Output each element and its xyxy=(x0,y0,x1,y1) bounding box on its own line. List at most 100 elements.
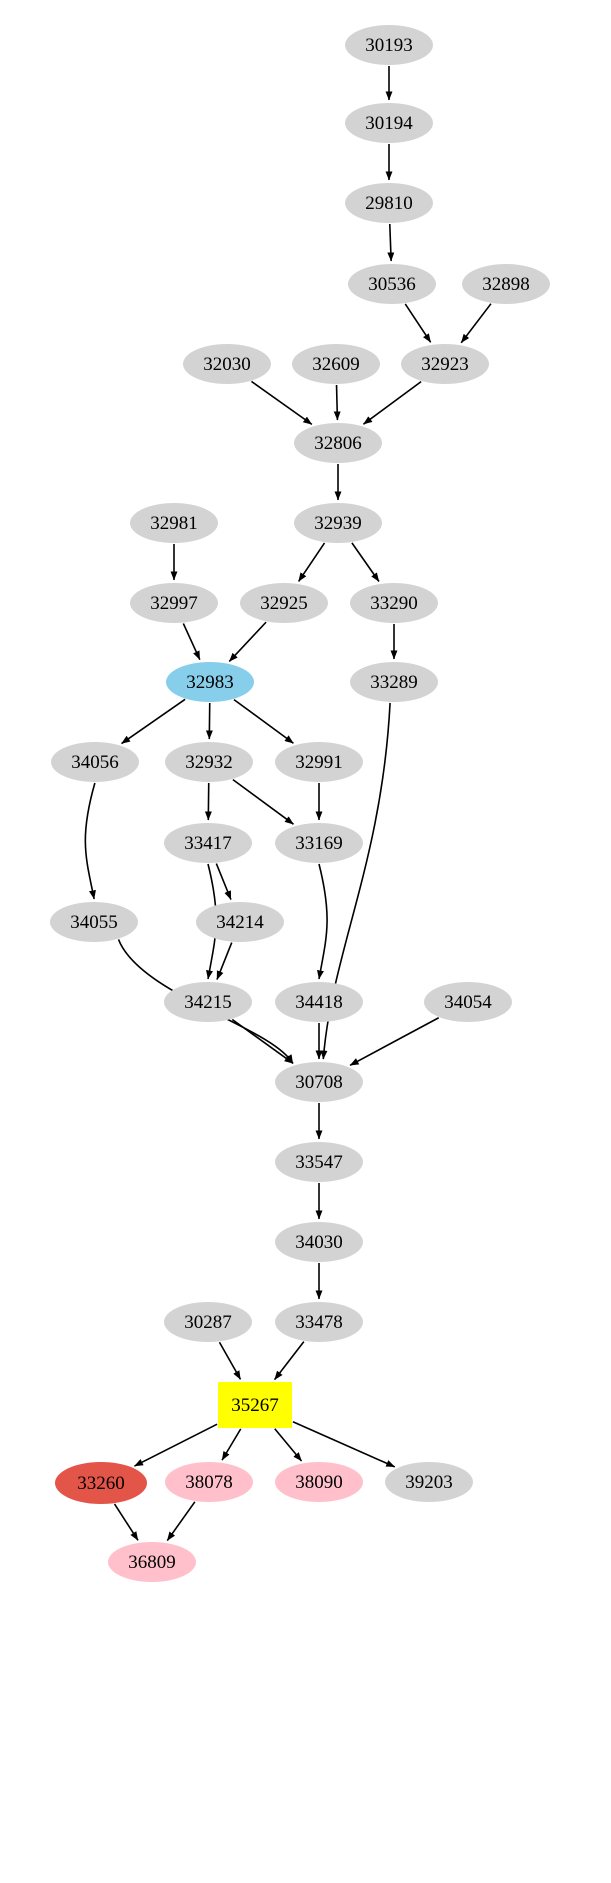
graph-node-33290[interactable]: 33290 xyxy=(350,583,438,623)
graph-node-33169[interactable]: 33169 xyxy=(275,823,363,863)
graph-node-30287[interactable]: 30287 xyxy=(164,1302,252,1342)
graph-edge-32997-to-32983 xyxy=(182,623,201,661)
graph-node-label: 32983 xyxy=(186,671,234,693)
graph-node-34418[interactable]: 34418 xyxy=(275,982,363,1022)
graph-node-30193[interactable]: 30193 xyxy=(345,25,433,65)
graph-node-32991[interactable]: 32991 xyxy=(275,742,363,782)
graph-edge-33169-to-34418 xyxy=(317,863,328,980)
graph-edge-32983-to-34056 xyxy=(121,698,186,745)
graph-node-label: 32991 xyxy=(295,751,343,773)
graph-node-32932[interactable]: 32932 xyxy=(165,742,253,782)
graph-node-label: 34030 xyxy=(295,1231,343,1253)
graph-node-38090[interactable]: 38090 xyxy=(275,1462,363,1502)
graph-edge-32932-to-33169 xyxy=(232,778,294,825)
graph-node-label: 33417 xyxy=(184,832,232,854)
graph-node-label: 34054 xyxy=(444,991,492,1013)
graph-node-36809[interactable]: 36809 xyxy=(108,1542,196,1582)
graph-node-label: 34056 xyxy=(71,751,119,773)
graph-node-label: 33290 xyxy=(370,592,418,614)
graph-node-30708[interactable]: 30708 xyxy=(275,1062,363,1102)
graph-edge-30287-to-35267 xyxy=(218,1341,242,1380)
graph-edge-32898-to-32923 xyxy=(460,303,492,344)
graph-node-34215[interactable]: 34215 xyxy=(164,982,252,1022)
graph-node-35267[interactable]: 35267 xyxy=(218,1382,292,1428)
graph-node-32939[interactable]: 32939 xyxy=(294,503,382,543)
graph-node-label: 33169 xyxy=(295,832,343,854)
graph-node-33478[interactable]: 33478 xyxy=(275,1302,363,1342)
graph-edge-32939-to-32925 xyxy=(297,542,326,582)
graph-edge-32923-to-32806 xyxy=(363,380,422,425)
graph-node-32923[interactable]: 32923 xyxy=(401,344,489,384)
graph-node-29810[interactable]: 29810 xyxy=(345,183,433,223)
graph-node-label: 32609 xyxy=(312,353,360,375)
graph-edge-33417-to-34214 xyxy=(215,863,232,900)
graph-node-label: 32030 xyxy=(203,353,251,375)
graph-node-label: 39203 xyxy=(405,1471,453,1493)
graph-node-label: 34214 xyxy=(216,911,264,933)
graph-node-label: 38090 xyxy=(295,1471,343,1493)
graph-node-32981[interactable]: 32981 xyxy=(130,503,218,543)
graph-node-label: 34215 xyxy=(184,991,232,1013)
graph-edge-34056-to-34055 xyxy=(84,782,96,900)
graph-node-label: 32981 xyxy=(150,512,198,534)
graph-edge-35267-to-38090 xyxy=(274,1428,303,1462)
graph-node-label: 32898 xyxy=(482,273,530,295)
graph-node-32609[interactable]: 32609 xyxy=(292,344,380,384)
graph-node-33260[interactable]: 33260 xyxy=(55,1462,147,1504)
graph-edge-35267-to-38078 xyxy=(221,1428,242,1461)
graph-edge-29810-to-30536 xyxy=(387,223,395,262)
graph-edge-32925-to-32983 xyxy=(228,621,267,662)
graph-node-label: 33547 xyxy=(295,1151,343,1173)
graph-node-34056[interactable]: 34056 xyxy=(51,742,139,782)
graph-node-30194[interactable]: 30194 xyxy=(345,103,433,143)
graph-node-33417[interactable]: 33417 xyxy=(164,823,252,863)
graph-node-32997[interactable]: 32997 xyxy=(130,583,218,623)
graph-node-label: 29810 xyxy=(365,192,413,214)
graph-node-label: 30287 xyxy=(184,1311,232,1333)
graph-node-label: 32806 xyxy=(314,432,362,454)
graph-edge-35267-to-39203 xyxy=(292,1421,396,1468)
graph-node-label: 34418 xyxy=(295,991,343,1013)
graph-node-34055[interactable]: 34055 xyxy=(50,902,138,942)
graph-edge-32939-to-33290 xyxy=(351,542,380,582)
graph-node-30536[interactable]: 30536 xyxy=(348,264,436,304)
graph-node-label: 33289 xyxy=(370,671,418,693)
edge-group xyxy=(84,66,492,1541)
graph-node-34030[interactable]: 34030 xyxy=(275,1222,363,1262)
graph-node-34214[interactable]: 34214 xyxy=(196,902,284,942)
graph-edge-32030-to-32806 xyxy=(251,380,313,426)
graph-node-label: 30194 xyxy=(365,112,413,134)
graph-edge-38078-to-36809 xyxy=(166,1501,196,1541)
graph-node-label: 32925 xyxy=(260,592,308,614)
graph-node-33547[interactable]: 33547 xyxy=(275,1142,363,1182)
graph-node-32806[interactable]: 32806 xyxy=(294,423,382,463)
graph-node-label: 33260 xyxy=(77,1472,125,1494)
graph-edge-32983-to-32991 xyxy=(233,698,294,744)
graph-node-32030[interactable]: 32030 xyxy=(183,344,271,384)
graph-node-32925[interactable]: 32925 xyxy=(240,583,328,623)
graph-edge-35267-to-33260 xyxy=(134,1423,218,1467)
graph-node-33289[interactable]: 33289 xyxy=(350,662,438,702)
graph-node-label: 30193 xyxy=(365,34,413,56)
graph-edge-32609-to-32806 xyxy=(333,384,341,421)
graph-node-label: 30708 xyxy=(295,1071,343,1093)
graph-edge-34215-to-30708 xyxy=(231,1018,294,1064)
graph-node-label: 35267 xyxy=(231,1394,279,1416)
graph-node-label: 34055 xyxy=(70,911,118,933)
graph-edge-34214-to-34215 xyxy=(216,942,233,980)
graph-node-32898[interactable]: 32898 xyxy=(462,264,550,304)
graph-node-38078[interactable]: 38078 xyxy=(165,1462,253,1502)
graph-node-label: 36809 xyxy=(128,1551,176,1573)
graph-node-label: 30536 xyxy=(368,273,416,295)
graph-node-39203[interactable]: 39203 xyxy=(385,1462,473,1502)
graph-node-34054[interactable]: 34054 xyxy=(424,982,512,1022)
graph-node-label: 32932 xyxy=(185,751,233,773)
graph-edge-33260-to-36809 xyxy=(113,1503,139,1541)
graph-node-label: 32923 xyxy=(421,353,469,375)
graph-node-32983[interactable]: 32983 xyxy=(166,662,254,702)
graph-edge-33478-to-35267 xyxy=(273,1341,305,1381)
graph-node-label: 33478 xyxy=(295,1311,343,1333)
graph-edge-30536-to-32923 xyxy=(404,303,432,343)
